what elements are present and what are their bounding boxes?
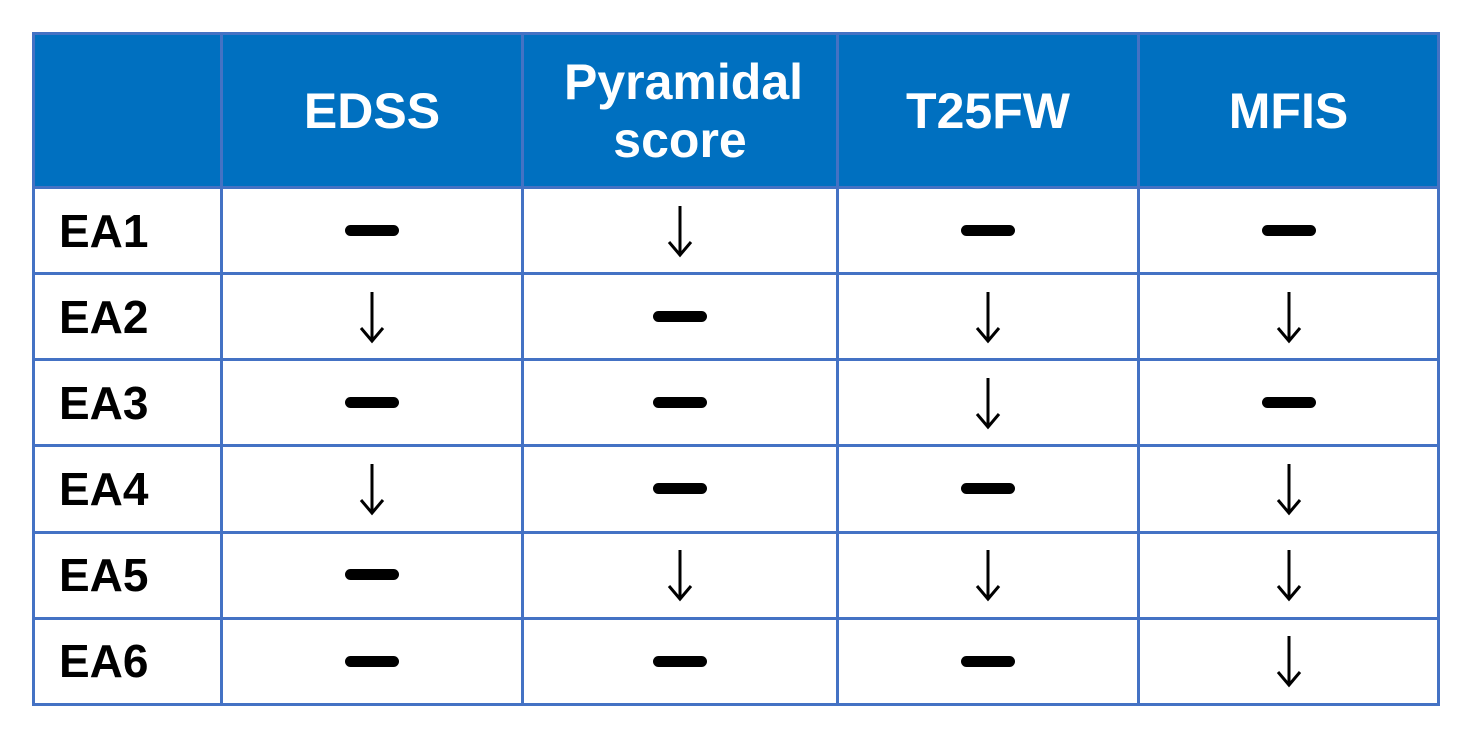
cell-mfis [1137,272,1440,362]
cell-t25fw [836,185,1140,276]
arrow-down-icon [1275,290,1303,344]
cell-pyramidal-score [521,358,839,448]
dash-icon [653,397,707,409]
cell-edss [220,272,524,362]
dash-icon [345,569,399,581]
header-t25fw: T25FW [836,32,1140,189]
row-label: EA5 [32,530,223,620]
arrow-down-icon [358,290,386,344]
header-pyramidal-score: Pyramidal score [521,32,839,189]
dash-icon [961,224,1015,236]
cell-pyramidal-score [521,530,839,620]
dash-icon [345,655,399,667]
dash-icon [1261,397,1316,409]
arrow-down-icon [358,462,386,516]
table-row: EA1 [32,185,1440,276]
cell-edss [220,185,524,276]
arrow-down-icon [974,290,1002,344]
table-row: EA4 [32,444,1440,534]
dash-icon [653,483,707,495]
row-label: EA2 [32,272,223,362]
cell-pyramidal-score [521,272,839,362]
table-row: EA3 [32,358,1440,448]
row-label: EA3 [32,358,223,448]
cell-edss [220,444,524,534]
dash-icon [345,397,399,409]
header-corner-cell [32,32,223,189]
arrow-down-icon [974,376,1002,430]
cell-edss [220,530,524,620]
dash-icon [961,483,1015,495]
row-label: EA1 [32,185,223,276]
cell-pyramidal-score [521,616,839,707]
cell-t25fw [836,358,1140,448]
cell-t25fw [836,530,1140,620]
cell-mfis [1137,185,1440,276]
arrow-down-icon [1275,548,1303,602]
dash-icon [345,224,399,236]
arrow-down-icon [666,204,694,258]
cell-t25fw [836,272,1140,362]
dash-icon [653,311,707,322]
cell-edss [220,616,524,707]
arrow-down-icon [974,548,1002,602]
cell-mfis [1137,358,1440,448]
table-row: EA5 [32,530,1440,620]
header-edss: EDSS [220,32,524,189]
cell-mfis [1137,616,1440,707]
cell-edss [220,358,524,448]
cell-t25fw [836,444,1140,534]
cell-t25fw [836,616,1140,707]
row-label: EA4 [32,444,223,534]
arrow-down-icon [1275,462,1303,516]
header-mfis: MFIS [1137,32,1440,189]
table-row: EA6 [32,616,1440,707]
dash-icon [961,655,1015,667]
dash-icon [1261,224,1316,236]
arrow-down-icon [666,548,694,602]
dash-icon [653,655,707,667]
row-label: EA6 [32,616,223,707]
cell-mfis [1137,530,1440,620]
arrow-down-icon [1275,634,1303,688]
cell-pyramidal-score [521,185,839,276]
cell-mfis [1137,444,1440,534]
header-row: EDSS Pyramidal score T25FW MFIS [32,32,1440,189]
table-row: EA2 [32,272,1440,362]
cell-pyramidal-score [521,444,839,534]
